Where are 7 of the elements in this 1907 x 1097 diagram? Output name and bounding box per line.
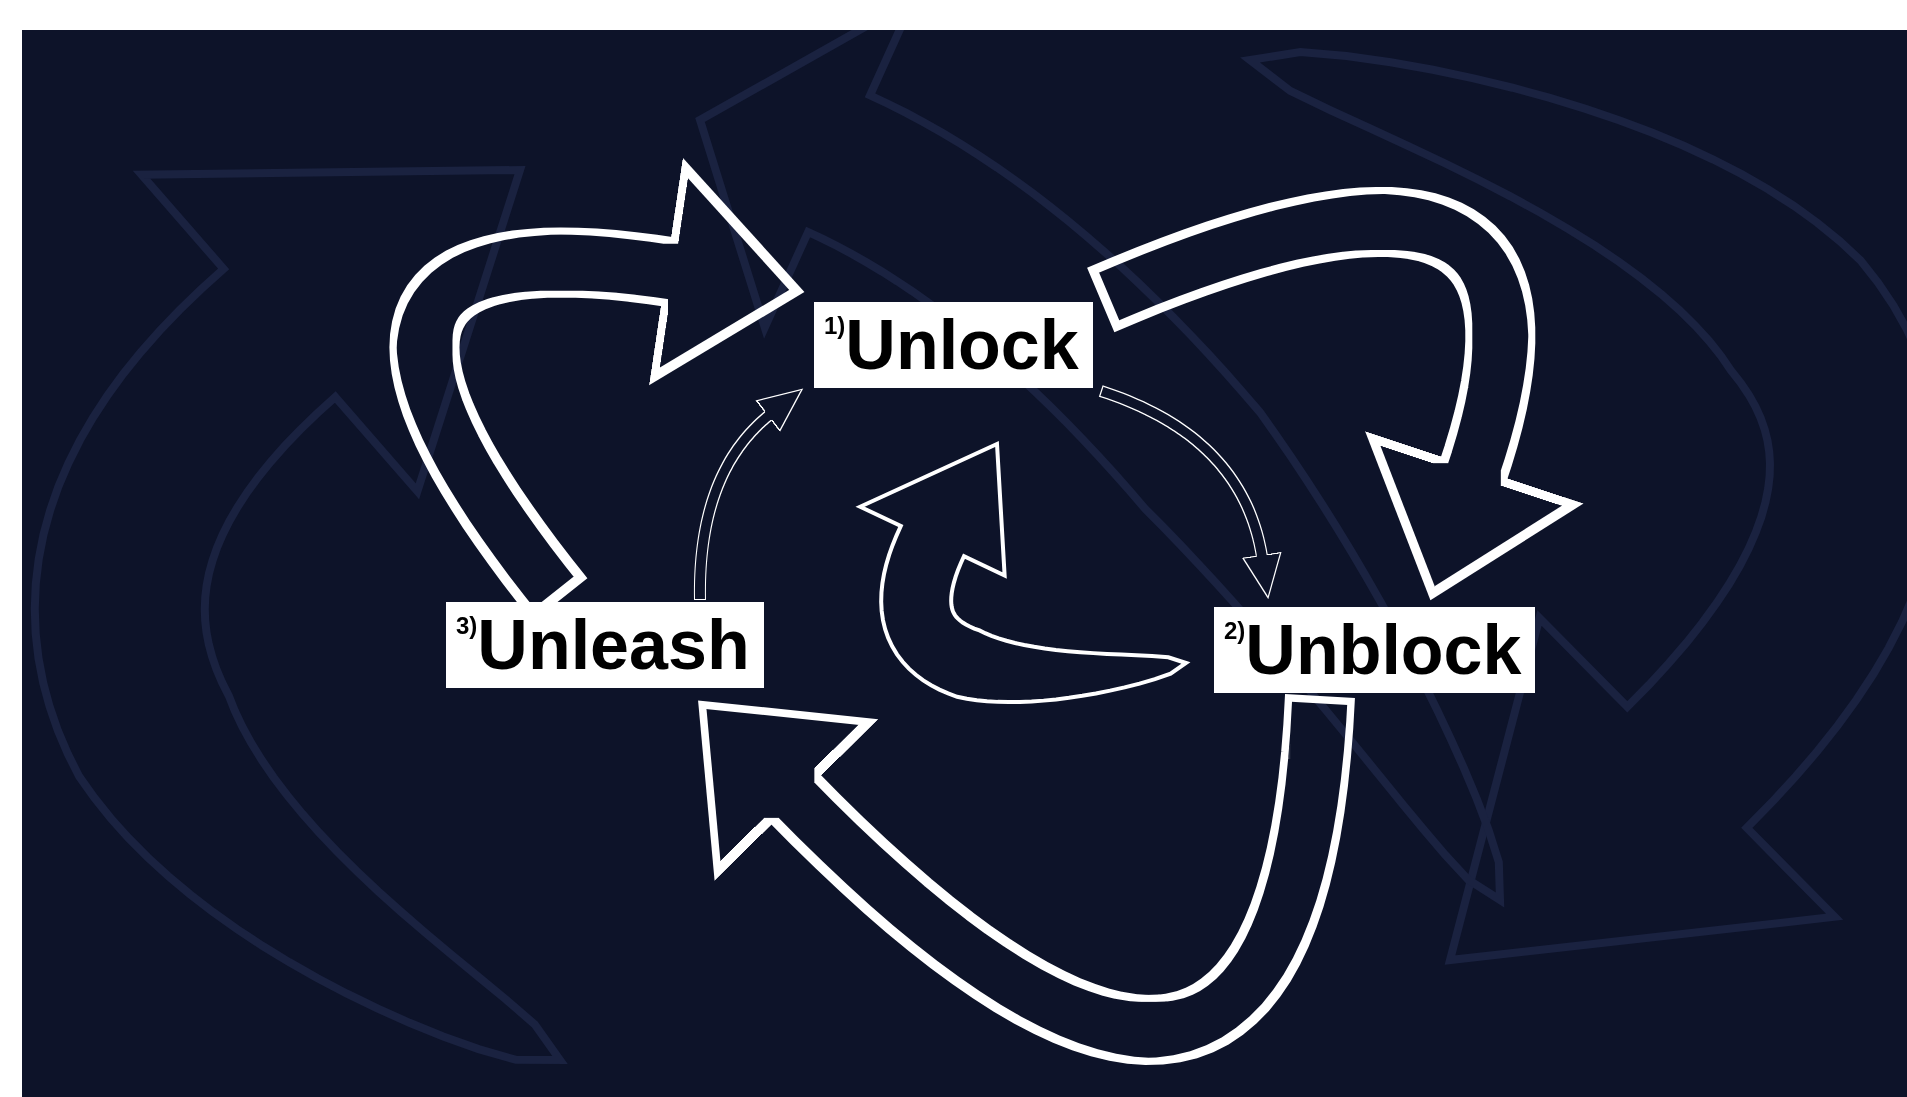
curved-arrow (693, 388, 804, 601)
label-box: $^{1)}$Unlock (814, 302, 1093, 388)
curved-arrow (1087, 186, 1584, 601)
curved-arrow (1098, 385, 1282, 600)
label-box: $^{3)}$Unleash (446, 602, 764, 688)
curved-arrow (698, 691, 1355, 1065)
label-box: $^{2)}$Unblock (1214, 607, 1536, 693)
